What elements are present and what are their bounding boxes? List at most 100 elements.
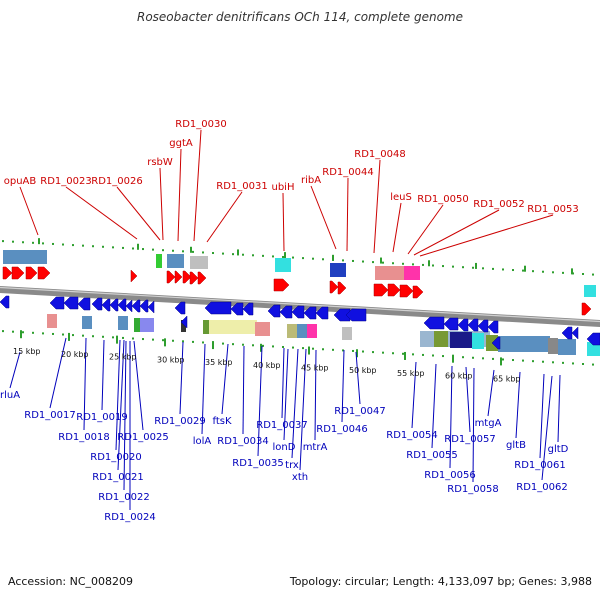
reverse-gene-arrow[interactable]	[457, 318, 469, 332]
feature-box[interactable]	[450, 332, 472, 348]
reverse-gene-arrow[interactable]	[477, 319, 489, 333]
reverse-label-leader	[299, 348, 307, 471]
feature-box[interactable]	[472, 333, 484, 349]
rail-dot	[232, 253, 234, 256]
forward-gene-arrow[interactable]	[11, 266, 25, 280]
forward-gene-arrow[interactable]	[387, 283, 401, 297]
feature-box[interactable]	[558, 339, 576, 355]
rail-dot	[562, 271, 564, 274]
kbp-tick	[116, 335, 118, 344]
feature-box[interactable]	[307, 324, 317, 338]
forward-gene-arrow[interactable]	[182, 270, 192, 284]
rail-dot	[272, 345, 274, 348]
reverse-gene-arrow[interactable]	[109, 298, 119, 312]
forward-gene-arrow[interactable]	[581, 302, 592, 316]
feature-box[interactable]	[190, 256, 208, 269]
reverse-label-leader	[472, 367, 475, 483]
reverse-gene-arrow[interactable]	[303, 306, 317, 320]
reverse-gene-arrow[interactable]	[101, 298, 111, 312]
forward-gene-arrow[interactable]	[2, 266, 13, 280]
reverse-gene-arrow[interactable]	[571, 326, 579, 340]
reverse-gene-arrow[interactable]	[131, 299, 141, 313]
reverse-gene-arrow[interactable]	[117, 298, 127, 312]
feature-box[interactable]	[342, 327, 352, 340]
forward-gene-arrow[interactable]	[273, 278, 290, 292]
reverse-label-leader	[115, 339, 121, 451]
feature-box[interactable]	[181, 320, 186, 332]
reverse-gene-arrow[interactable]	[77, 297, 91, 311]
reverse-gene-arrow[interactable]	[443, 317, 459, 331]
feature-box[interactable]	[584, 285, 596, 297]
feature-box[interactable]	[156, 254, 162, 268]
reverse-gene-arrow[interactable]	[63, 296, 79, 310]
forward-gene-arrow[interactable]	[412, 285, 424, 299]
feature-box[interactable]	[434, 331, 448, 347]
forward-gene-arrow[interactable]	[373, 283, 389, 297]
feature-box[interactable]	[47, 314, 57, 328]
reverse-gene-arrow[interactable]	[230, 302, 244, 316]
feature-box[interactable]	[297, 324, 307, 338]
feature-box[interactable]	[330, 263, 346, 277]
reverse-gene-arrow[interactable]	[423, 316, 445, 330]
reverse-gene-arrow[interactable]	[279, 305, 293, 319]
forward-gene-label: opuAB	[4, 176, 37, 187]
reverse-gene-arrow[interactable]	[242, 302, 254, 316]
reverse-gene-arrow[interactable]	[586, 332, 600, 346]
reverse-gene-arrow[interactable]	[91, 297, 103, 311]
reverse-gene-arrow[interactable]	[49, 296, 65, 310]
forward-gene-arrow[interactable]	[189, 271, 199, 285]
feature-box[interactable]	[203, 320, 209, 334]
feature-box[interactable]	[498, 336, 550, 352]
reverse-gene-arrow[interactable]	[491, 336, 501, 350]
feature-box[interactable]	[3, 250, 47, 264]
rail-dot	[372, 261, 374, 264]
forward-gene-arrow[interactable]	[130, 269, 138, 283]
reverse-gene-arrow[interactable]	[180, 315, 188, 329]
feature-box[interactable]	[587, 342, 600, 356]
kbp-tick-label: 15 kbp	[13, 347, 41, 356]
reverse-gene-arrow[interactable]	[147, 300, 155, 314]
feature-box[interactable]	[203, 320, 257, 334]
forward-gene-arrow[interactable]	[25, 266, 38, 280]
feature-box[interactable]	[275, 258, 291, 272]
feature-box[interactable]	[118, 316, 128, 330]
feature-box[interactable]	[548, 338, 558, 354]
reverse-label-leader	[539, 373, 545, 459]
reverse-gene-arrow[interactable]	[345, 308, 367, 322]
rail-dot	[312, 347, 314, 350]
feature-box[interactable]	[255, 322, 270, 336]
feature-box[interactable]	[404, 266, 420, 280]
reverse-gene-label: lonD	[273, 442, 296, 453]
reverse-gene-arrow[interactable]	[315, 306, 329, 320]
reverse-gene-arrow[interactable]	[291, 305, 305, 319]
kbp-tick-label: 65 kbp	[493, 374, 521, 383]
reverse-gene-arrow[interactable]	[125, 299, 133, 313]
feature-box[interactable]	[167, 254, 184, 268]
reverse-gene-label: RD1_0020	[90, 452, 141, 463]
forward-gene-arrow[interactable]	[399, 284, 414, 298]
rail-dot	[292, 256, 294, 259]
forward-gene-arrow[interactable]	[166, 270, 176, 284]
feature-box[interactable]	[134, 318, 140, 332]
rail-major-tick	[475, 262, 477, 269]
rail-dot	[272, 255, 274, 258]
forward-gene-arrow[interactable]	[197, 271, 207, 285]
reverse-gene-arrow[interactable]	[561, 326, 573, 340]
rail-dot	[322, 348, 324, 351]
reverse-gene-arrow[interactable]	[174, 301, 186, 315]
forward-gene-arrow[interactable]	[329, 280, 339, 294]
rail-major-tick	[332, 254, 334, 261]
reverse-gene-arrow[interactable]	[204, 301, 232, 315]
rail-dot	[102, 245, 104, 248]
reverse-gene-arrow[interactable]	[267, 304, 281, 318]
forward-gene-arrow[interactable]	[174, 270, 183, 284]
forward-gene-arrow[interactable]	[37, 266, 51, 280]
feature-box[interactable]	[82, 316, 92, 329]
forward-gene-arrow[interactable]	[337, 281, 347, 295]
reverse-gene-arrow[interactable]	[139, 299, 149, 313]
reverse-gene-label: ftsK	[212, 416, 231, 427]
reverse-gene-arrow[interactable]	[487, 320, 499, 334]
reverse-gene-arrow[interactable]	[0, 295, 10, 309]
reverse-gene-arrow[interactable]	[467, 318, 479, 332]
